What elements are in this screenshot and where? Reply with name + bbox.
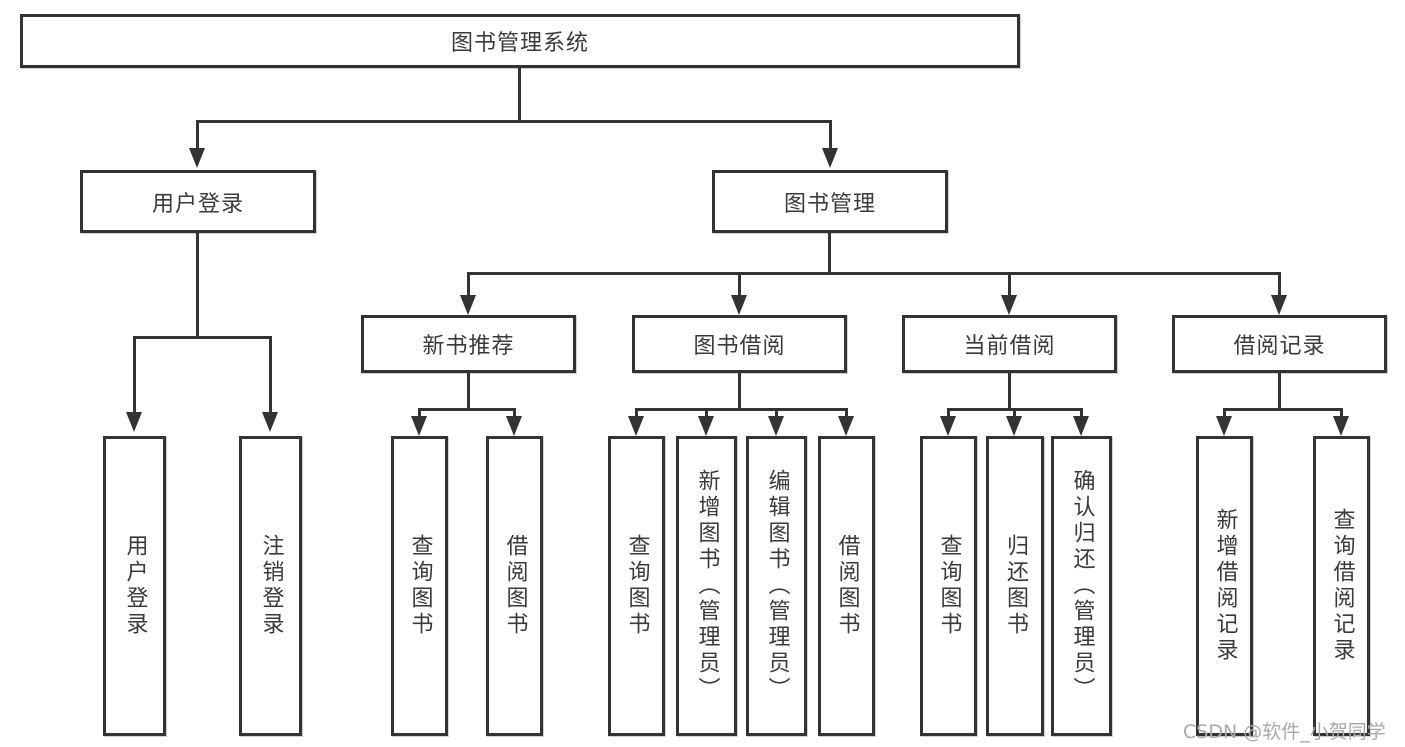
arrow-down-icon [411,416,427,436]
node-group-borrow-records: 借阅记录 [1172,315,1387,373]
arrow-down-icon [1001,295,1017,315]
node-label: 当前借阅 [963,334,1056,359]
connector-line [1008,373,1011,408]
connector-line [133,336,136,414]
leaf-records-add: 新增借阅记录 [1196,436,1253,736]
connector-line [635,408,638,418]
arrow-down-icon [506,416,522,436]
node-label: 查询图书 [624,534,650,638]
node-label: 借阅记录 [1233,334,1326,359]
leaf-borrow-edit-admin: 编辑图书（管理员） [746,436,807,736]
arrow-down-icon [1216,416,1232,436]
arrow-down-icon [1333,416,1349,436]
connector-line [1340,408,1343,418]
node-label: 新增图书（管理员） [694,469,720,703]
node-label: 图书借阅 [693,334,786,359]
node-group-current-borrow: 当前借阅 [902,315,1117,373]
node-label: 确认归还（管理员） [1069,469,1095,703]
node-root: 图书管理系统 [20,14,1020,68]
connector-line [467,272,470,297]
connector-line [947,408,950,418]
arrow-down-icon [822,148,838,168]
connector-line [197,120,831,123]
node-label: 归还图书 [1003,534,1028,638]
connector-line [1278,373,1281,408]
node-label: 借阅图书 [834,534,860,638]
arrow-down-icon [1006,416,1022,436]
connector-line [513,408,516,418]
connector-line [775,408,778,418]
leaf-current-confirm-admin: 确认归还（管理员） [1051,436,1112,736]
node-label: 新书推荐 [422,334,515,359]
arrow-down-icon [189,148,205,168]
connector-line [1080,408,1083,418]
connector-line [705,408,708,418]
arrow-down-icon [940,416,956,436]
connector-line [738,272,741,297]
connector-line [1224,408,1342,411]
connector-line [1223,408,1226,418]
node-group-book-borrow: 图书借阅 [632,315,847,373]
connector-line [134,336,271,339]
connector-line [196,233,199,336]
leaf-current-return: 归还图书 [986,436,1044,736]
leaf-newbooks-query: 查询图书 [391,436,448,736]
leaf-records-query: 查询借阅记录 [1313,436,1370,736]
arrow-down-icon [460,295,476,315]
connector-line [518,68,521,120]
leaf-logout: 注销登录 [239,436,302,736]
node-label: 注销登录 [258,534,284,638]
connector-line [418,408,421,418]
leaf-borrow-query: 查询图书 [608,436,665,736]
arrow-down-icon [1073,416,1089,436]
arrow-down-icon [698,416,714,436]
node-group-new-books: 新书推荐 [361,315,576,373]
arrow-down-icon [731,295,747,315]
node-label: 图书管理 [783,191,876,217]
connector-line [738,373,741,408]
leaf-borrow-add-admin: 新增图书（管理员） [676,436,737,736]
connector-line [845,408,848,418]
arrow-down-icon [262,412,278,432]
node-label: 借阅图书 [502,534,528,638]
arrow-down-icon [628,416,644,436]
arrow-down-icon [838,416,854,436]
node-label: 用户登录 [122,534,148,638]
watermark-text: CSDN @软件_小贺同学 [1183,721,1386,743]
node-label: 查询借阅记录 [1329,508,1355,664]
node-book-mgmt-branch: 图书管理 [712,170,948,233]
arrow-down-icon [1271,295,1287,315]
node-user-login-branch: 用户登录 [80,170,316,233]
arrow-down-icon [126,412,142,432]
connector-line [196,120,199,150]
node-label: 编辑图书（管理员） [764,469,790,703]
connector-line [419,408,515,411]
connector-line [829,120,832,150]
connector-line [828,233,831,272]
connector-line [467,373,470,408]
node-label: 查询图书 [407,534,433,638]
connector-line [468,272,1281,275]
leaf-user-login: 用户登录 [103,436,166,736]
connector-line [269,336,272,414]
connector-line [1013,408,1016,418]
connector-line [636,408,847,411]
node-label: 用户登录 [151,191,244,217]
arrow-down-icon [768,416,784,436]
leaf-newbooks-borrow: 借阅图书 [486,436,543,736]
node-label: 新增借阅记录 [1212,508,1238,664]
connector-line [1008,272,1011,297]
node-label: 查询图书 [936,534,962,638]
leaf-borrow-borrow: 借阅图书 [818,436,875,736]
connector-line [1278,272,1281,297]
leaf-current-query: 查询图书 [920,436,977,736]
node-label: 图书管理系统 [450,31,589,56]
